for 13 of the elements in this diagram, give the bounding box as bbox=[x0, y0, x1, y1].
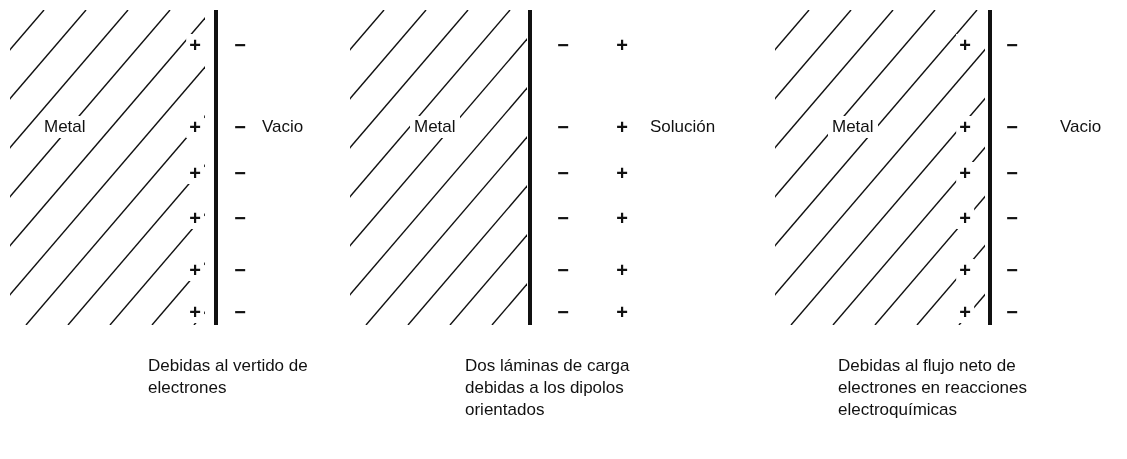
medium-label: Vacio bbox=[1060, 116, 1102, 138]
medium-label: Solución bbox=[650, 116, 716, 138]
caption-text: Debidas al flujo neto de electrones en reacciones electroquímicas bbox=[838, 355, 1028, 421]
charge-sign: + bbox=[186, 162, 204, 184]
caption-text: Dos láminas de carga debidas a los dipolos orientados bbox=[465, 355, 631, 421]
charge-sign: + bbox=[186, 116, 204, 138]
caption-text: Debidas al vertido de electrones bbox=[148, 355, 309, 399]
charge-sign: + bbox=[956, 259, 974, 281]
medium-label: Vacio bbox=[262, 116, 304, 138]
metal-label: Metal bbox=[828, 116, 878, 138]
charge-sign: + bbox=[956, 162, 974, 184]
metal-label: Metal bbox=[410, 116, 460, 138]
charge-sign: + bbox=[956, 207, 974, 229]
